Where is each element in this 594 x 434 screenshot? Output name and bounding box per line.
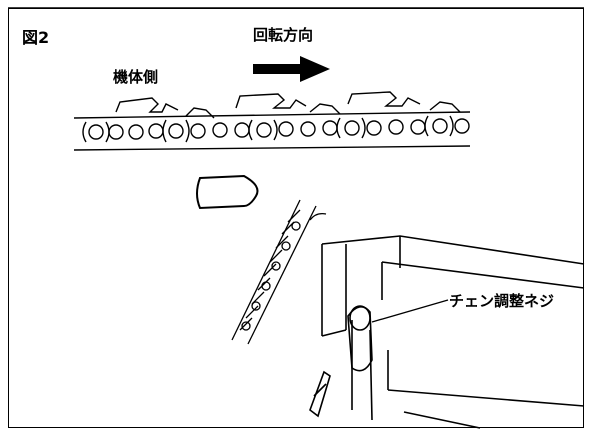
saw-chain xyxy=(73,91,471,151)
rotation-direction-label: 回転方向 xyxy=(253,26,314,44)
figure-label: 図2 xyxy=(22,28,50,47)
file-wedge xyxy=(196,174,259,210)
body-side-label: 機体側 xyxy=(113,68,159,86)
figure-frame xyxy=(8,8,584,428)
rotation-arrow xyxy=(253,56,330,82)
guide-bar-chain xyxy=(231,199,327,345)
chainsaw-housing xyxy=(309,235,585,429)
leader-line xyxy=(371,299,449,323)
chain-adjust-screw-label: チェン調整ネジ xyxy=(449,292,555,310)
